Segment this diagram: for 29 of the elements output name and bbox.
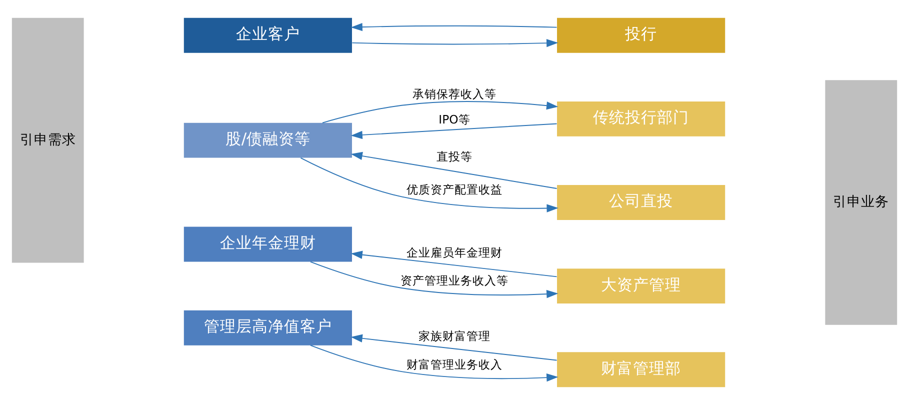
arrow: [322, 101, 558, 124]
edge-label: 家族财富管理: [418, 329, 490, 344]
node-box: 财富管理部: [557, 352, 726, 388]
arrow: [350, 123, 558, 139]
edge-label: 承销保荐收入等: [412, 87, 496, 102]
node-box: 投行: [557, 18, 726, 53]
node-box: 股/债融资等: [184, 122, 352, 158]
arrow: [350, 22, 558, 32]
arrow: [310, 344, 558, 382]
edge-label: 优质资产配置收益: [406, 182, 502, 196]
node-box: 传统投行部门: [557, 101, 726, 136]
arrow: [350, 250, 558, 278]
node-box: 公司直投: [557, 185, 726, 220]
arrow: [350, 334, 558, 361]
node-box: 企业客户: [184, 18, 352, 53]
edge-label: 直投等: [436, 149, 472, 164]
arrow: [300, 157, 558, 212]
arrow: [352, 39, 558, 48]
edge-label: 资产管理业务收入等: [400, 274, 508, 288]
node-box: 引申需求: [12, 18, 84, 263]
edge-label: 企业雇员年金理财: [406, 246, 502, 260]
edge-label: 财富管理业务收入: [406, 357, 502, 372]
edge-label: IPO等: [438, 112, 470, 126]
node-box: 管理层高净值客户: [184, 310, 352, 346]
arrow: [310, 261, 558, 298]
node-box: 引申业务: [825, 80, 898, 325]
arrow: [350, 152, 558, 190]
node-box: 大资产管理: [557, 268, 726, 304]
node-box: 企业年金理财: [184, 226, 352, 262]
